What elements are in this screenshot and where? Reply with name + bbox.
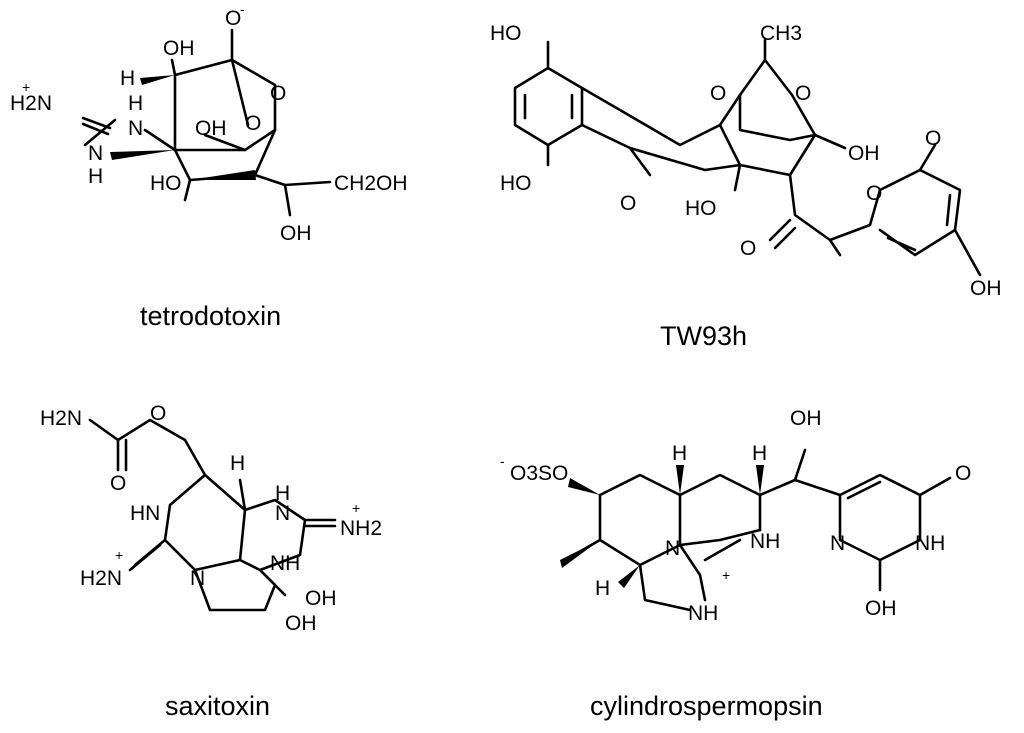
atom-o: O bbox=[866, 182, 882, 205]
charge-plus: + bbox=[22, 79, 30, 95]
wedge-bond bbox=[756, 465, 764, 495]
atom-n: N bbox=[275, 502, 290, 525]
atom-n: N bbox=[88, 142, 103, 165]
atom-nh: NH bbox=[750, 530, 780, 553]
atom-oh: OH bbox=[865, 597, 897, 620]
atom-ho: HO bbox=[685, 197, 717, 220]
atom-nh2: NH2 bbox=[340, 517, 382, 540]
caption-saxitoxin: saxitoxin bbox=[165, 691, 270, 721]
atom-oh: OH bbox=[305, 587, 337, 610]
atom-o: O bbox=[740, 237, 756, 260]
atom-h2n: H2N bbox=[40, 407, 82, 430]
atom-ch3: CH3 bbox=[760, 22, 802, 45]
cylindrospermopsin-structure: O3SO - H H OH N NH + H NH N NH O OH bbox=[500, 407, 971, 625]
caption-tw93h: TW93h bbox=[660, 321, 747, 351]
charge-plus: + bbox=[115, 547, 123, 563]
tw93h-structure: HO HO O HO O O CH3 OH O O O OH bbox=[490, 22, 1002, 300]
atom-oh: OH bbox=[790, 407, 822, 430]
caption-cylindrospermopsin: cylindrospermopsin bbox=[590, 691, 823, 721]
atom-ho: HO bbox=[500, 172, 532, 195]
atom-o: O bbox=[245, 112, 261, 135]
atom-n: N bbox=[190, 567, 205, 590]
atom-h: H bbox=[128, 92, 143, 115]
atom-oh: OH bbox=[163, 37, 195, 60]
atom-o: O bbox=[270, 82, 286, 105]
atom-o: O bbox=[795, 82, 811, 105]
atom-h: H bbox=[595, 577, 610, 600]
caption-tetrodotoxin: tetrodotoxin bbox=[140, 301, 281, 331]
atom-o3so: O3SO bbox=[510, 462, 568, 485]
wedge-bond bbox=[618, 565, 640, 588]
atom-ho: HO bbox=[490, 22, 522, 45]
atom-h: H bbox=[88, 165, 103, 188]
atom-h2n: H2N bbox=[80, 567, 122, 590]
charge-minus: - bbox=[500, 453, 505, 469]
atom-h: H bbox=[672, 442, 687, 465]
atom-ch2oh: CH2OH bbox=[334, 172, 408, 195]
wedge-bond bbox=[190, 170, 256, 180]
atom-n: N bbox=[665, 537, 680, 560]
atom-h: H bbox=[752, 442, 767, 465]
atom-o: O bbox=[955, 462, 971, 485]
atom-nh: NH bbox=[915, 532, 945, 555]
atom-o: O bbox=[710, 82, 726, 105]
atom-oh: OH bbox=[280, 222, 312, 245]
atom-o: O bbox=[925, 127, 941, 150]
atom-ho: HO bbox=[150, 172, 182, 195]
atom-n: N bbox=[830, 532, 845, 555]
atom-h: H bbox=[275, 482, 290, 505]
wedge-bond bbox=[676, 465, 684, 495]
charge-minus: - bbox=[240, 1, 245, 17]
wedge-bond bbox=[140, 75, 175, 85]
atom-h2n: H2N bbox=[10, 92, 52, 115]
wedge-bond bbox=[568, 478, 600, 495]
atom-o: O bbox=[150, 402, 166, 425]
atom-o-minus: O bbox=[225, 7, 241, 30]
atom-h: H bbox=[230, 452, 245, 475]
atom-nh: NH bbox=[270, 552, 300, 575]
saxitoxin-structure: H2N O O HN H H N NH2 + NH H2N + N OH OH bbox=[40, 402, 382, 635]
atom-o: O bbox=[110, 472, 126, 495]
atom-o: O bbox=[620, 192, 636, 215]
atom-n: N bbox=[128, 117, 143, 140]
atom-h: H bbox=[120, 67, 135, 90]
atom-oh: OH bbox=[285, 612, 317, 635]
tetrodotoxin-structure: OH O - H O O OH H2N + H N N H HO CH2OH O… bbox=[10, 1, 408, 245]
wedge-bond bbox=[110, 150, 175, 160]
atom-oh: OH bbox=[848, 142, 880, 165]
atom-nh: NH bbox=[688, 602, 718, 625]
atom-oh: OH bbox=[970, 277, 1002, 300]
wedge-bond bbox=[560, 540, 600, 568]
charge-plus: + bbox=[722, 567, 730, 583]
charge-plus: + bbox=[352, 500, 360, 516]
atom-hn: HN bbox=[130, 502, 160, 525]
atom-oh: OH bbox=[195, 117, 227, 140]
